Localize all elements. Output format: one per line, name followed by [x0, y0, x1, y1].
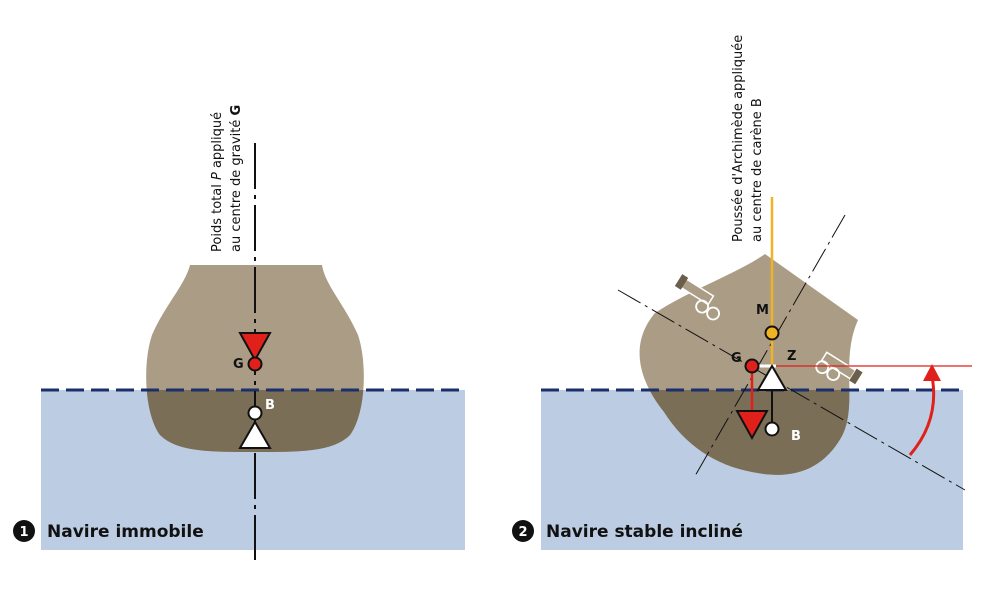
label-b-2: B	[791, 429, 801, 444]
caption-2: Navire stable incliné	[546, 522, 743, 542]
heel-angle-arc	[908, 375, 936, 456]
point-b-1	[247, 405, 263, 421]
label-g-2: G	[731, 351, 742, 366]
point-b-2	[764, 421, 780, 437]
point-g-2	[744, 358, 760, 374]
caption-1: Navire immobile	[47, 522, 204, 542]
buoyancy-arrow-1	[238, 419, 272, 449]
label-m: M	[756, 303, 769, 318]
cannon-port-icon	[674, 274, 721, 321]
panel-1: G B Poids total P appliqué au centre de …	[13, 105, 465, 560]
panel-number-2: 2	[518, 525, 527, 540]
panel-number-2-badge	[512, 520, 534, 542]
heel-angle-arrowhead	[923, 364, 941, 381]
label-g-1: G	[233, 357, 244, 372]
buoyancy-annotation: Poussée d'Archimède appliquée	[731, 35, 746, 242]
panel-number-1: 1	[19, 525, 28, 540]
point-g-1	[247, 356, 263, 372]
weight-annotation: Poids total P appliqué	[210, 112, 225, 252]
weight-arrow-1	[238, 332, 272, 363]
label-b-1: B	[265, 398, 275, 413]
weight-annotation-line2: au centre de gravité G	[229, 105, 244, 252]
buoyancy-annotation-line2: au centre de carène B	[750, 98, 765, 242]
point-m	[764, 325, 780, 341]
panel-number-1-badge	[13, 520, 35, 542]
weight-arrow-2	[735, 410, 769, 441]
ship-beam-axis-2	[617, 289, 966, 491]
panel-2: M G B Z Poussée d'Archimède appliquée au…	[512, 35, 972, 550]
label-z: Z	[787, 349, 796, 364]
ship-centerline-2	[694, 214, 846, 477]
